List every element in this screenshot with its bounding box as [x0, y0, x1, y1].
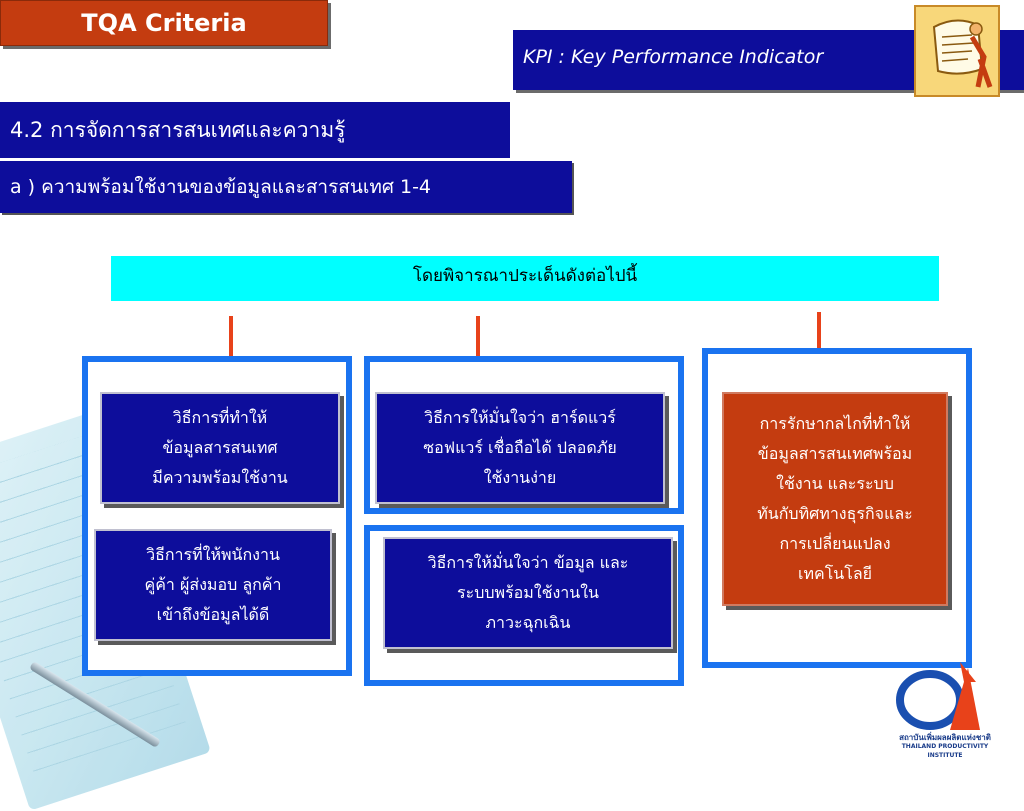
section-title: 4.2 การจัดการสารสนเทศและความรู้	[0, 102, 510, 158]
criteria-box-data-readiness: วิธีการที่ทำให้ ข้อมูลสารสนเทศ มีความพร้…	[100, 392, 340, 504]
criteria-box-hardware-software: วิธีการให้มั่นใจว่า ฮาร์ดแวร์ ซอฟแวร์ เช…	[375, 392, 665, 504]
criteria-box-mechanism-maintenance: การรักษากลไกที่ทำให้ ข้อมูลสารสนเทศพร้อม…	[722, 392, 948, 606]
section-subtitle: a ) ความพร้อมใช้งานของข้อมูลและสารสนเทศ …	[0, 161, 572, 213]
consideration-banner: โดยพิจารณาประเด็นดังต่อไปนี้	[111, 256, 939, 301]
criteria-box-stakeholder-access: วิธีการที่ให้พนักงาน คู่ค้า ผู้ส่งมอบ ลู…	[94, 529, 332, 641]
criteria-box-emergency-readiness: วิธีการให้มั่นใจว่า ข้อมูล และ ระบบพร้อม…	[383, 537, 673, 649]
tpi-logo-icon	[896, 662, 980, 730]
kpi-title: KPI : Key Performance Indicator	[523, 46, 824, 68]
clipart-document-icon	[914, 5, 1000, 97]
tpi-logo-text: สถาบันเพิ่มผลผลิตแห่งชาติ THAILAND PRODU…	[899, 733, 991, 759]
tqa-criteria-title: TQA Criteria	[0, 0, 328, 46]
